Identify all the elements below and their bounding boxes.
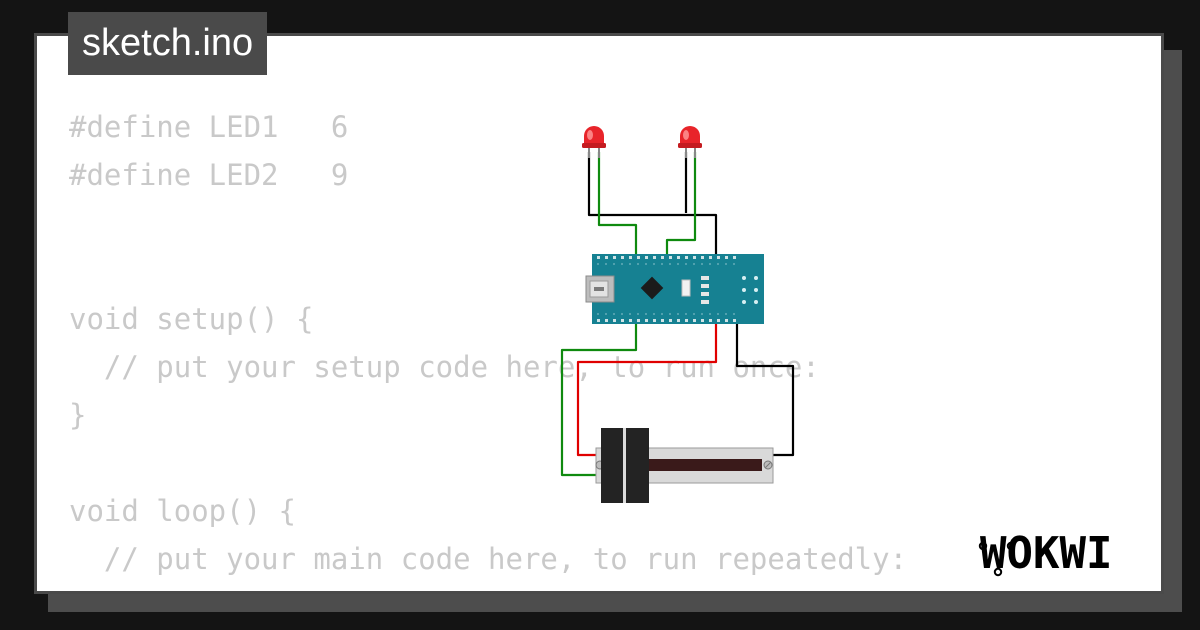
code-line: // put your setup code here, to run once… xyxy=(69,350,820,384)
wire-pot-signal xyxy=(560,318,638,477)
wokwi-logo: WOKWI xyxy=(978,528,1112,579)
code-line: #define LED1 6 xyxy=(69,110,349,144)
usb-connector xyxy=(585,275,615,303)
header-pins-top xyxy=(597,256,736,259)
icsp-header xyxy=(742,276,758,304)
microcontroller-chip xyxy=(640,276,664,300)
code-line: // put your main code here, to run repea… xyxy=(69,542,908,576)
wire-led1-anode xyxy=(597,152,638,262)
led-2[interactable] xyxy=(678,126,702,158)
code-line: } xyxy=(69,398,87,432)
slider-knob[interactable] xyxy=(601,428,649,503)
code-line: void loop() { xyxy=(69,494,296,528)
wire-pot-vcc xyxy=(576,318,718,457)
code-line: #define LED2 9 xyxy=(69,158,349,192)
slide-potentiometer[interactable] xyxy=(595,428,774,503)
code-line: void setup() { xyxy=(69,302,314,336)
logo-text: WOKWI xyxy=(980,528,1112,579)
status-leds xyxy=(701,276,709,304)
code-preview: #define LED1 6 #define LED2 9 void setup()… xyxy=(69,103,908,591)
file-tab-label: sketch.ino xyxy=(82,22,254,64)
arduino-nano[interactable] xyxy=(585,254,764,324)
reset-button[interactable] xyxy=(681,279,691,297)
wire-pot-gnd xyxy=(735,318,795,457)
wire-led1-cathode xyxy=(587,152,718,262)
file-tab[interactable]: sketch.ino xyxy=(68,12,268,75)
header-pins-bottom xyxy=(597,319,736,322)
led-1[interactable] xyxy=(582,126,606,158)
code-line: int val=analogRead xyxy=(69,583,907,591)
wire-led2-anode xyxy=(665,152,697,262)
